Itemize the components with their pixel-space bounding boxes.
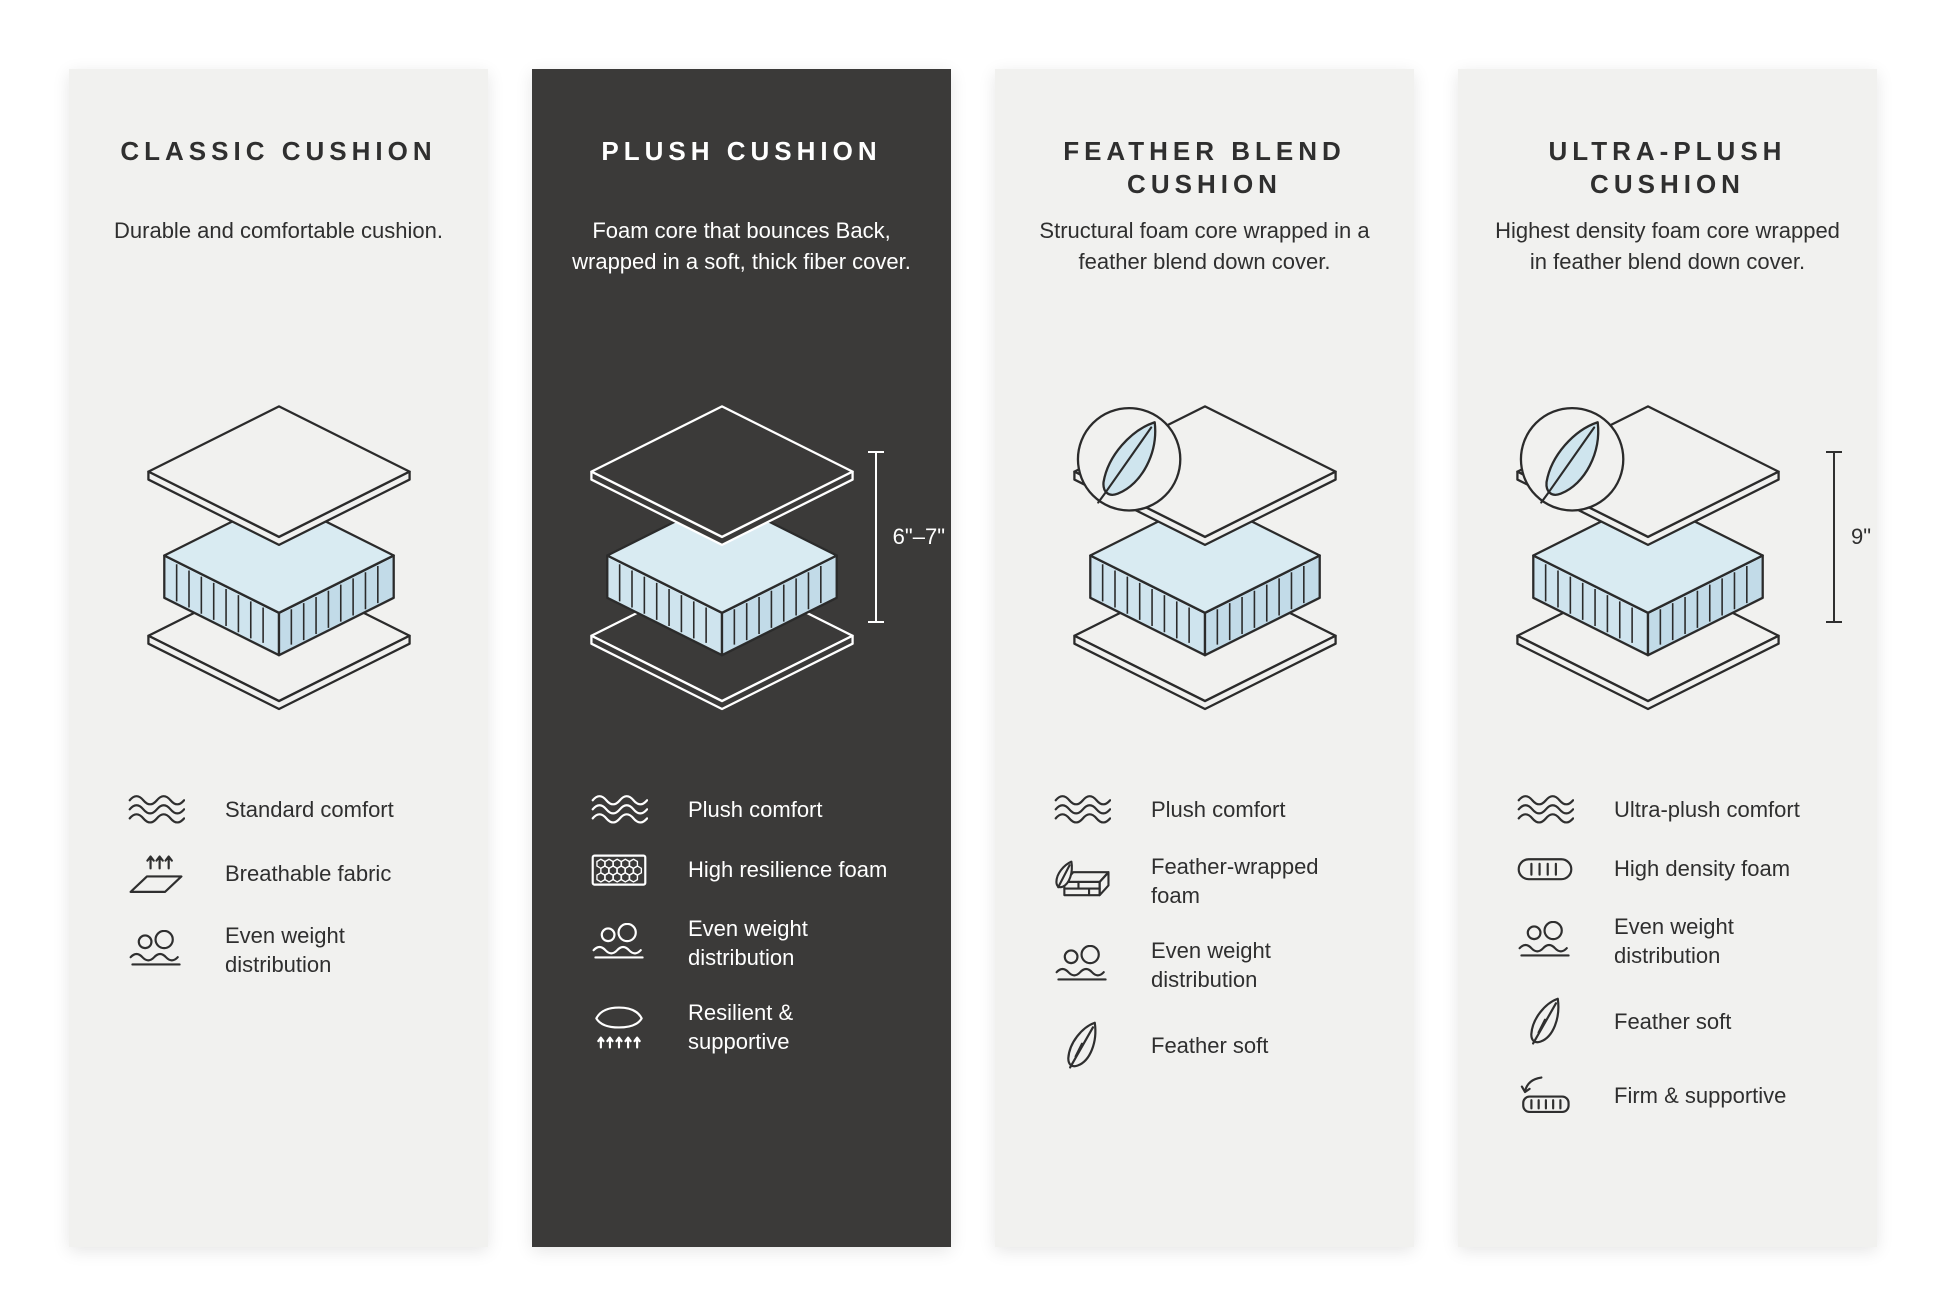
feature-list: Ultra-plush comfort High density foam [1458,793,1877,1145]
feature-label: Feather-wrapped foam [1151,853,1319,908]
feature-label: Ultra-plush comfort [1614,796,1800,822]
feature-row: Plush comfort [1049,793,1394,826]
feature-row: Feather soft [1049,1020,1394,1071]
feather-badge-icon [1076,406,1181,512]
waves-icon [1517,795,1574,824]
feature-label: Feather soft [1614,1009,1732,1035]
cushion-diagram [69,353,488,763]
feather-icon [1067,1021,1097,1069]
measure-label: 6"–7" [892,524,945,549]
panel-description: Durable and comfortable cushion. [114,218,443,243]
panel-row: CLASSIC CUSHION Durable and comfortable … [69,69,1877,1247]
even-weight-icon [1518,921,1570,957]
panel-title: ULTRA-PLUSH CUSHION [1548,136,1787,199]
feature-row: Ultra-plush comfort [1512,793,1857,826]
breathable-fabric-icon [129,855,183,893]
panel-title: FEATHER BLEND CUSHION [1063,136,1346,199]
feature-label: High resilience foam [688,857,888,883]
feature-label: Even weight distribution [1151,937,1271,992]
feature-label: Feather soft [1151,1032,1269,1058]
feature-row: Breathable fabric [123,852,468,896]
cushion-layers-icon [146,405,411,711]
feature-list: Plush comfort Feather-wrapped foam [995,793,1414,1097]
resilient-supportive-icon [595,1006,643,1049]
panel-description: Highest density foam core wrapped in fea… [1495,218,1840,275]
feature-row: Resilient & supportive [586,998,931,1056]
feature-row: High resilience foam [586,852,931,888]
feature-row: Feather soft [1512,996,1857,1047]
cushion-layers-icon [1072,405,1337,711]
feature-label: Breathable fabric [225,860,392,886]
height-measure: 6"–7" [867,451,945,623]
feature-label: Plush comfort [1151,796,1286,822]
feature-label: Even weight distribution [688,915,808,970]
feature-row: High density foam [1512,852,1857,886]
feature-list: Standard comfort Breathable fabric [69,793,488,1005]
panel-description: Foam core that bounces Back, wrapped in … [572,218,911,275]
panel-feather-blend-cushion: FEATHER BLEND CUSHION Structural foam co… [995,69,1414,1247]
waves-icon [591,795,648,824]
feather-wrapped-foam-icon [1055,861,1110,897]
cushion-diagram [995,353,1414,763]
waves-icon [128,795,185,824]
feature-label: Standard comfort [225,796,394,822]
cushion-diagram: 9" [1458,353,1877,763]
feature-row: Even weight distribution [123,921,468,979]
panel-ultra-plush-cushion: ULTRA-PLUSH CUSHION Highest density foam… [1458,69,1877,1247]
feature-label: Even weight distribution [225,923,345,978]
panel-plush-cushion: PLUSH CUSHION Foam core that bounces Bac… [532,69,951,1247]
firm-supportive-icon [1520,1076,1570,1114]
feature-label: Resilient & supportive [688,999,794,1054]
cushion-layers-icon [1515,405,1780,711]
feature-row: Plush comfort [586,793,931,826]
feature-list: Plush comfort [532,793,951,1082]
waves-icon [1054,795,1111,824]
feather-badge-icon [1519,406,1624,512]
feature-row: Firm & supportive [1512,1073,1857,1118]
cushion-layers-icon [589,405,854,711]
panel-classic-cushion: CLASSIC CUSHION Durable and comfortable … [69,69,488,1247]
measure-label: 9" [1850,524,1871,549]
honeycomb-foam-icon [591,854,647,886]
feather-icon [1530,997,1560,1045]
even-weight-icon [1055,944,1107,981]
feature-row: Feather-wrapped foam [1049,852,1394,910]
feature-row: Standard comfort [123,793,468,826]
feature-label: Even weight distribution [1614,914,1734,969]
even-weight-icon [129,930,181,966]
even-weight-icon [592,922,644,959]
measure-line-icon [1825,451,1842,623]
feature-label: Plush comfort [688,796,823,822]
cushion-diagram: 6"–7" [532,353,951,763]
feature-label: Firm & supportive [1614,1083,1787,1109]
panel-description: Structural foam core wrapped in a feathe… [1039,218,1370,275]
height-measure: 9" [1825,451,1871,623]
panel-title: CLASSIC CUSHION [120,136,437,166]
density-foam-icon [1517,857,1573,880]
measure-line-icon [867,451,884,623]
panel-title: PLUSH CUSHION [601,136,882,166]
feature-label: High density foam [1614,856,1791,882]
feature-row: Even weight distribution [1049,936,1394,994]
feature-row: Even weight distribution [586,914,931,972]
feature-row: Even weight distribution [1512,912,1857,970]
